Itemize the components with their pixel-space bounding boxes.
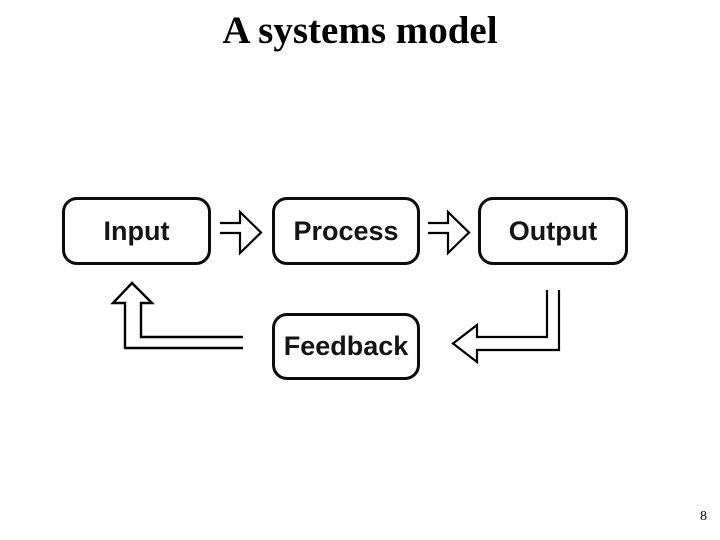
arrow-feedback-to-input-icon <box>110 281 243 350</box>
node-process: Process <box>272 197 420 265</box>
arrow-output-to-feedback-icon <box>451 290 561 365</box>
slide-title: A systems model <box>222 9 498 52</box>
node-process-label: Process <box>293 215 399 246</box>
node-output: Output <box>478 197 628 265</box>
node-output-label: Output <box>508 215 598 246</box>
node-input: Input <box>62 197 211 265</box>
page-number: 8 <box>700 509 707 524</box>
node-input-label: Input <box>103 215 170 246</box>
node-feedback: Feedback <box>272 313 420 380</box>
arrow-process-to-output-icon <box>428 209 471 256</box>
arrow-input-to-process-icon <box>220 209 263 256</box>
node-feedback-label: Feedback <box>283 331 409 361</box>
